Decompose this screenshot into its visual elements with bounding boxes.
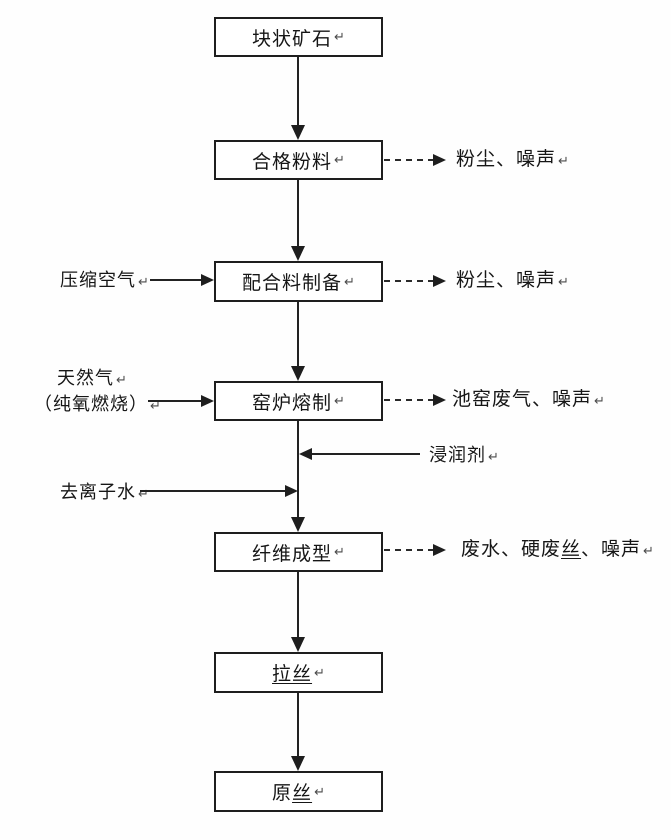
box-drawing: 拉丝↵ [214,652,383,693]
arrowhead-down-icon [291,517,305,532]
box-batch-preparation: 配合料制备↵ [214,261,383,302]
connector-line-5 [297,572,299,638]
arrowhead-down-icon [291,366,305,381]
carriage-return-mark: ↵ [558,274,569,289]
box-furnace-melting: 窑炉熔制↵ [214,381,383,421]
emission-dashed-line-4 [384,549,434,551]
arrowhead-right-icon [433,394,446,406]
carriage-return-mark: ↵ [116,372,127,387]
box-raw-yarn: 原丝↵ [214,771,383,812]
carriage-return-mark: ↵ [150,398,161,413]
box-qualified-powder-label: 合格粉料 [252,151,333,173]
box-fiber-forming: 纤维成型↵ [214,532,383,572]
emission-wastewater-noise-label: 废水、硬废丝、噪声↵ [461,539,654,560]
carriage-return-mark: ↵ [334,393,345,408]
carriage-return-mark: ↵ [643,543,654,558]
box-raw-yarn-label-pre: 原 [272,783,293,804]
input-sizing-agent-arrow-line [312,453,420,455]
carriage-return-mark: ↵ [334,152,345,167]
box-lump-ore-label: 块状矿石 [252,28,333,50]
connector-line-1 [297,57,299,127]
box-drawing-label: 拉丝 [272,664,313,685]
carriage-return-mark: ↵ [488,449,499,464]
input-natural-gas-label-line1: 天然气↵ [57,368,127,388]
arrowhead-right-icon [433,544,446,556]
input-natural-gas-arrow-line [148,400,202,402]
carriage-return-mark: ↵ [558,153,569,168]
arrowhead-down-icon [291,637,305,652]
carriage-return-mark: ↵ [138,486,149,501]
carriage-return-mark: ↵ [344,273,355,289]
carriage-return-mark: ↵ [138,274,149,289]
connector-line-4 [297,421,299,518]
emission-dashed-line-3 [384,399,434,401]
carriage-return-mark: ↵ [594,393,605,408]
arrowhead-left-icon [299,448,312,460]
arrowhead-right-icon [285,485,298,497]
connector-line-3 [297,302,299,367]
emission-dust-noise-1-label: 粉尘、噪声↵ [456,149,569,170]
carriage-return-mark: ↵ [314,664,325,680]
arrowhead-right-icon [201,395,214,407]
box-fiber-forming-label: 纤维成型 [252,543,333,565]
connector-line-6 [297,693,299,757]
arrowhead-down-icon [291,125,305,140]
arrowhead-down-icon [291,246,305,261]
arrowhead-right-icon [201,274,214,286]
box-batch-preparation-label: 配合料制备 [242,273,343,294]
input-compressed-air-label: 压缩空气↵ [60,270,149,290]
connector-line-2 [297,180,299,247]
input-deionized-water-arrow-line [140,490,286,492]
arrowhead-right-icon [433,275,446,287]
input-natural-gas-label-line2: （纯氧燃烧）↵ [34,394,161,414]
arrowhead-right-icon [433,154,446,166]
input-deionized-water-label: 去离子水↵ [60,482,149,502]
box-raw-yarn-label-underlined: 丝 [292,783,313,804]
emission-dashed-line-2 [384,280,434,282]
emission-dust-noise-2-label: 粉尘、噪声↵ [456,270,569,291]
emission-dashed-line-1 [384,159,434,161]
carriage-return-mark: ↵ [334,29,345,44]
input-sizing-agent-label: 浸润剂↵ [429,445,499,465]
box-furnace-melting-label: 窑炉熔制 [252,392,333,414]
input-compressed-air-arrow-line [150,279,202,281]
carriage-return-mark: ↵ [334,544,345,559]
arrowhead-down-icon [291,756,305,771]
box-qualified-powder: 合格粉料↵ [214,140,383,180]
emission-furnace-gas-noise-label: 池窑废气、噪声↵ [452,389,605,410]
carriage-return-mark: ↵ [314,783,325,799]
box-lump-ore: 块状矿石↵ [214,17,383,57]
